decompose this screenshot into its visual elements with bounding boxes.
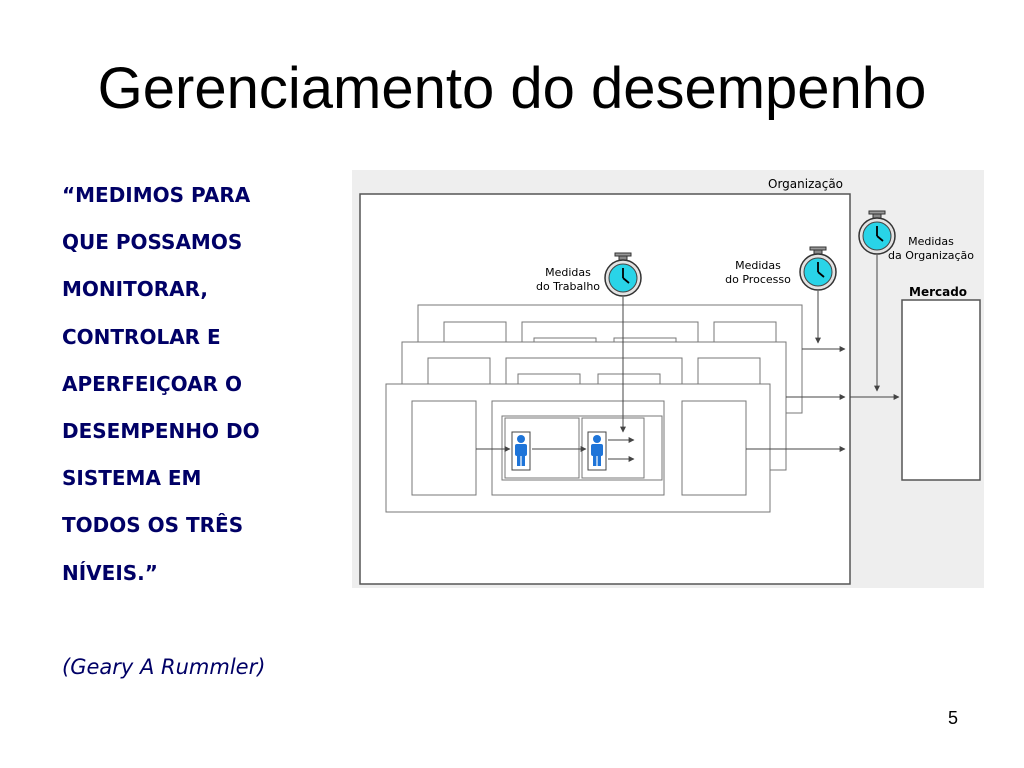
- quote-line: APERFEIÇOAR O: [62, 371, 242, 396]
- organization-measure-label: da Organização: [888, 249, 974, 262]
- quote-line: NÍVEIS.”: [62, 560, 158, 585]
- function-box: [597, 373, 661, 385]
- quote-line: CONTROLAR E: [62, 324, 221, 349]
- page-number: 5: [948, 708, 959, 728]
- function-box: [697, 357, 761, 385]
- process-measure-label: Medidas: [735, 259, 781, 272]
- function-box: [427, 357, 491, 385]
- quote-line: MONITORAR,: [62, 277, 208, 302]
- market-label: Mercado: [909, 285, 967, 299]
- quote-line: DESEMPENHO DO: [62, 419, 260, 444]
- function-box: [681, 400, 747, 496]
- market-box: [901, 299, 981, 481]
- quote-line: QUE POSSAMOS: [62, 230, 243, 255]
- organization-label: Organização: [768, 177, 843, 191]
- function-box: [411, 400, 477, 496]
- quote-line: TODOS OS TRÊS: [62, 513, 244, 538]
- job-measure-label: Medidas: [545, 266, 591, 279]
- quote-line: SISTEMA EM: [62, 466, 202, 491]
- quote-author: (Geary A Rummler): [62, 655, 266, 679]
- process-measure-label: do Processo: [725, 273, 791, 286]
- job-measure-label: do Trabalho: [536, 280, 600, 293]
- function-box: [517, 373, 581, 385]
- slide-title: Gerenciamento do desempenho: [97, 56, 927, 121]
- quote-text: “MEDIMOS PARA QUE POSSAMOS MONITORAR, CO…: [62, 172, 332, 597]
- organization-measure-label: Medidas: [908, 235, 954, 248]
- quote-line: “MEDIMOS PARA: [62, 183, 251, 207]
